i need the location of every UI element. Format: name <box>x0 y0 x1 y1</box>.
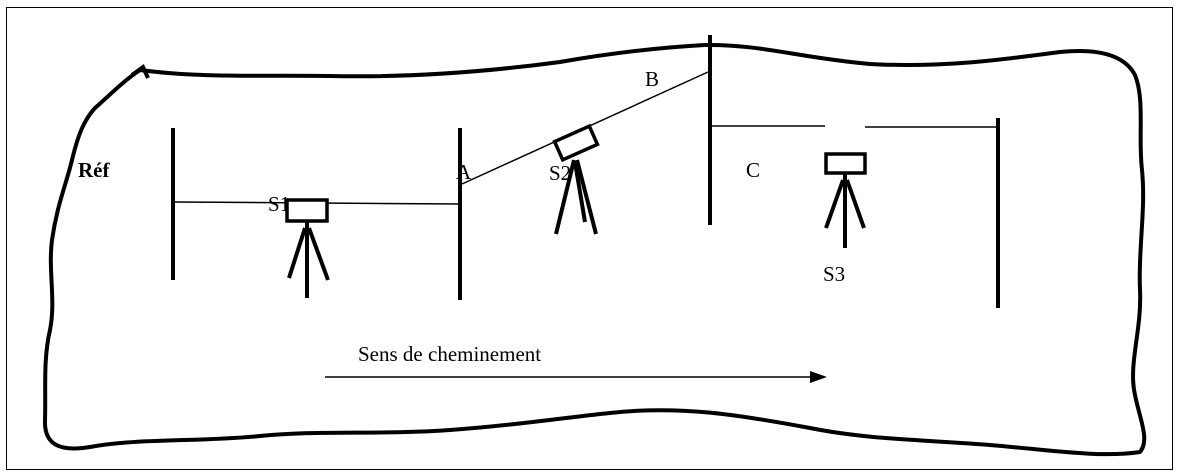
direction-arrow <box>325 371 827 383</box>
station-s3-label: S3 <box>823 262 845 286</box>
level-instrument-s1 <box>285 198 330 298</box>
point-b-label: B <box>645 67 659 91</box>
station-s2-label: S2 <box>549 161 571 185</box>
site-boundary-outline <box>42 42 1147 457</box>
point-c-label: C <box>746 158 760 182</box>
ref-label: Réf <box>78 158 110 182</box>
level-instrument-s2 <box>552 123 600 235</box>
figure-frame <box>6 7 1173 470</box>
station-s1-label: S1 <box>268 192 290 216</box>
level-instrument-s3 <box>824 152 867 248</box>
boundary-notch <box>130 63 150 79</box>
direction-caption: Sens de cheminement <box>358 342 541 366</box>
point-a-label: A <box>456 160 472 184</box>
